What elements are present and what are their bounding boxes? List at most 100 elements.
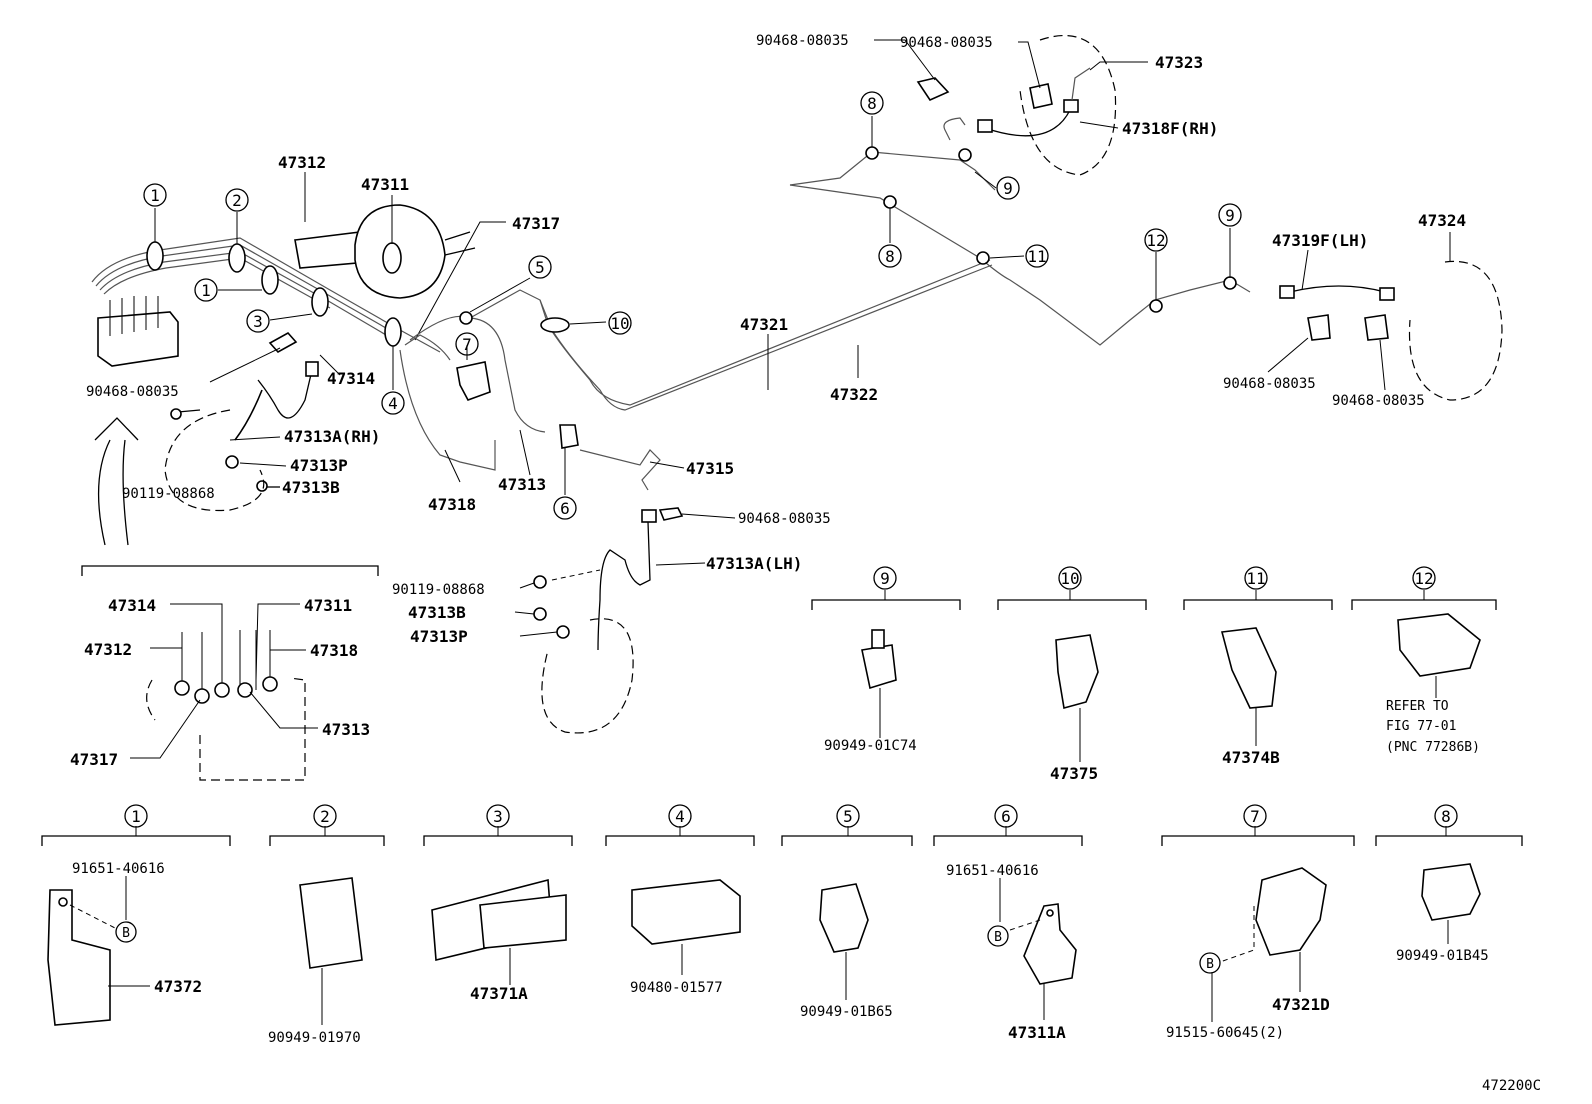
clamp-11-drawing [1220, 627, 1277, 709]
detail-11-part: 47374B [1222, 748, 1280, 767]
clamp-12-drawing [1397, 613, 1481, 677]
line-47321 [539, 264, 993, 411]
detail-1-bolt: 91651-40616 [72, 861, 165, 877]
label-90468-d: 90468-08035 [738, 511, 831, 527]
detail-row-1 [811, 590, 1497, 762]
clamp-6-drawing [1023, 903, 1077, 985]
inset-label-47312: 47312 [84, 640, 132, 659]
callout-2: 2 [232, 191, 242, 210]
union-47313p [225, 455, 239, 469]
detail-12-ref3: (PNC 77286B) [1386, 740, 1480, 755]
clamp-11 [976, 251, 990, 265]
detail-5-part: 90949-01B65 [800, 1004, 893, 1020]
rear-caliper-rh [1019, 35, 1117, 176]
brake-line-a [91, 237, 441, 353]
clamp-8-drawing [1421, 863, 1481, 921]
label-47312: 47312 [278, 153, 326, 172]
label-90468-c: 90468-08035 [86, 384, 179, 400]
bolt-90119-lh [533, 575, 547, 589]
label-47313b-b: 47313B [408, 603, 466, 622]
detail-2-num: 2 [320, 807, 330, 826]
clamp-2-drawing [299, 877, 363, 969]
callout-12: 12 [1146, 231, 1165, 250]
inset-outline [146, 677, 306, 781]
clamp-4-drawing [631, 879, 741, 945]
detail-6-part: 47311A [1008, 1023, 1066, 1042]
detail-6-num: 6 [1001, 807, 1011, 826]
inset-label-47311: 47311 [304, 596, 352, 615]
detail-4-part: 90480-01577 [630, 980, 723, 996]
label-47319f: 47319F(LH) [1272, 231, 1368, 250]
detail-4-num: 4 [675, 807, 685, 826]
clip-9-drawing [861, 644, 897, 690]
label-47313a-rh: 47313A(RH) [284, 427, 380, 446]
detail-3-part: 47371A [470, 984, 528, 1003]
detail-6-bolt: 91651-40616 [946, 863, 1039, 879]
label-90468-b: 90468-08035 [900, 35, 993, 51]
rear-caliper-lh [1408, 260, 1503, 401]
label-47313b: 47313B [282, 478, 340, 497]
leaders-left [154, 172, 506, 467]
clamp-3 [311, 287, 329, 317]
clip-lh-rear-a [1307, 314, 1331, 341]
part-labels: 90468-08035 90468-08035 47323 47318F(RH)… [70, 33, 1466, 769]
callout-6: 6 [560, 499, 570, 518]
bolt-90119 [177, 409, 201, 413]
hose-47318f-fit-a [977, 119, 993, 133]
view-arrow-shaft [97, 439, 129, 546]
middle-lines [399, 259, 993, 734]
callout-8b: 8 [885, 247, 895, 266]
clamp-6 [559, 424, 579, 449]
callout-11: 11 [1027, 247, 1046, 266]
detail-1-num: 1 [131, 807, 141, 826]
label-47318: 47318 [428, 495, 476, 514]
valve-7-drawing [1255, 867, 1327, 956]
master-cylinder-area [91, 204, 476, 546]
rh-caliper-pipe [1071, 67, 1091, 101]
callout-circle [143, 183, 167, 207]
detail-1-part: 47372 [154, 977, 202, 996]
clamp-1 [146, 241, 164, 271]
label-47313p-b: 47313P [410, 627, 468, 646]
brake-line-d [103, 257, 331, 309]
detail-7-part: 47321D [1272, 995, 1330, 1014]
clamp-5-drawing [819, 883, 869, 953]
clip-rh-rear-b [1029, 83, 1053, 109]
line-47315 [579, 449, 661, 491]
hose-47313a-lh [597, 521, 651, 651]
detail-7-b: B [1206, 957, 1214, 972]
clamp-9a [958, 148, 972, 162]
detail-3-num: 3 [493, 807, 503, 826]
line-47313 [409, 315, 546, 433]
brake-line-b [95, 244, 401, 337]
clamp-10-drawing [1055, 634, 1099, 710]
clamp-10 [540, 317, 570, 333]
label-47323: 47323 [1155, 53, 1203, 72]
detail-row-2 [41, 826, 1523, 1026]
hose-47318f-fit-b [1063, 99, 1079, 113]
inset-detail [81, 565, 379, 781]
detail-11-num: 11 [1246, 569, 1265, 588]
hose-fitting [305, 361, 319, 377]
label-90119: 90119-08868 [122, 486, 215, 502]
clamp-1-drawing [47, 889, 111, 1026]
label-47322: 47322 [830, 385, 878, 404]
label-47314: 47314 [327, 369, 375, 388]
label-90119-b: 90119-08868 [392, 582, 485, 598]
clamp-5 [459, 311, 473, 325]
caliper-outline-rh [164, 409, 265, 512]
valve-7 [456, 361, 491, 401]
detail-10-num: 10 [1060, 569, 1079, 588]
fitting-47313a-lh [641, 509, 657, 523]
hose-rh-front [234, 389, 263, 441]
clamp-9b [1223, 276, 1237, 290]
detail-labels-row-1: 9 90949-01C74 10 47375 11 47374B 12 REFE… [824, 566, 1480, 783]
view-arrow-head [94, 417, 139, 441]
clamp-8a [865, 146, 879, 160]
label-47311: 47311 [361, 175, 409, 194]
detail-6-b: B [994, 930, 1002, 945]
callout-4: 4 [388, 394, 398, 413]
label-90468-a: 90468-08035 [756, 33, 849, 49]
